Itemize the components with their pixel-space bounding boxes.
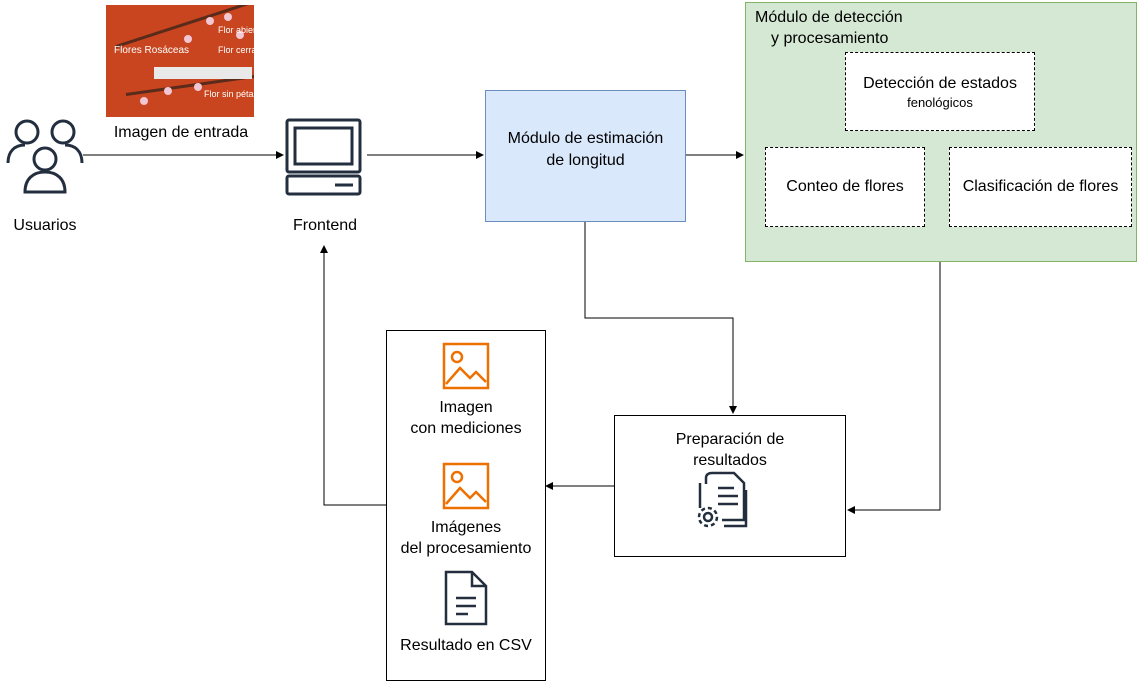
detection-title-line1: Módulo de detección — [755, 9, 903, 26]
flower-classification-box: Clasificación de flores — [949, 147, 1132, 227]
csv-document-icon — [444, 570, 488, 626]
edge-outputs-to-frontend — [320, 245, 386, 506]
detection-title-line2: y procesamiento — [771, 30, 889, 47]
image-label-no-petals: Flor sin pétalos "G" — [204, 89, 254, 99]
phenology-line1: Detección de estados — [863, 75, 1017, 92]
measured-line1: Imagen — [439, 399, 493, 416]
measured-image-label: Imagen con mediciones — [386, 397, 546, 439]
image-label-open: Flor abierta "F" — [218, 25, 254, 35]
edge-detection-to-results — [847, 262, 941, 514]
image-measurements-icon — [442, 342, 490, 390]
processing-line2: del procesamiento — [400, 540, 532, 557]
phenology-line2: fenológicos — [907, 95, 973, 110]
flower-counting-box: Conteo de flores — [765, 147, 925, 227]
flower-classification-label: Clasificación de flores — [962, 178, 1119, 195]
users-label: Usuarios — [13, 217, 77, 234]
length-module-label: Módulo de estimación de longitud — [507, 130, 664, 169]
results-preparation-box: Preparación de resultados — [614, 415, 846, 557]
computer-icon — [285, 118, 362, 196]
phenology-detection-box: Detección de estados fenológicos — [845, 52, 1035, 131]
input-image: Flores Rosáceas Flor abierta "F" Flor ce… — [106, 5, 254, 117]
image-title: Flores Rosáceas — [114, 45, 190, 56]
processing-line1: Imágenes — [430, 519, 502, 536]
flower-counting-label: Conteo de flores — [786, 178, 904, 195]
image-label-closed: Flor cerrada "E" — [218, 45, 254, 55]
edge-length-to-results — [584, 222, 737, 414]
input-image-caption: Imagen de entrada — [113, 124, 249, 141]
length-estimation-module: Módulo de estimación de longitud — [485, 90, 686, 222]
results-prep-line1: Preparación de — [675, 431, 785, 448]
results-prep-line2: resultados — [693, 452, 767, 469]
document-gear-icon — [697, 471, 748, 528]
processing-images-label: Imágenes del procesamiento — [386, 517, 546, 559]
detection-module-title: Módulo de detección y procesamiento — [755, 7, 903, 49]
processing-images-icon — [442, 462, 490, 510]
measured-line2: con mediciones — [410, 420, 522, 437]
csv-result-label: Resultado en CSV — [400, 637, 532, 654]
frontend-label: Frontend — [292, 217, 358, 234]
users-icon — [6, 119, 84, 194]
